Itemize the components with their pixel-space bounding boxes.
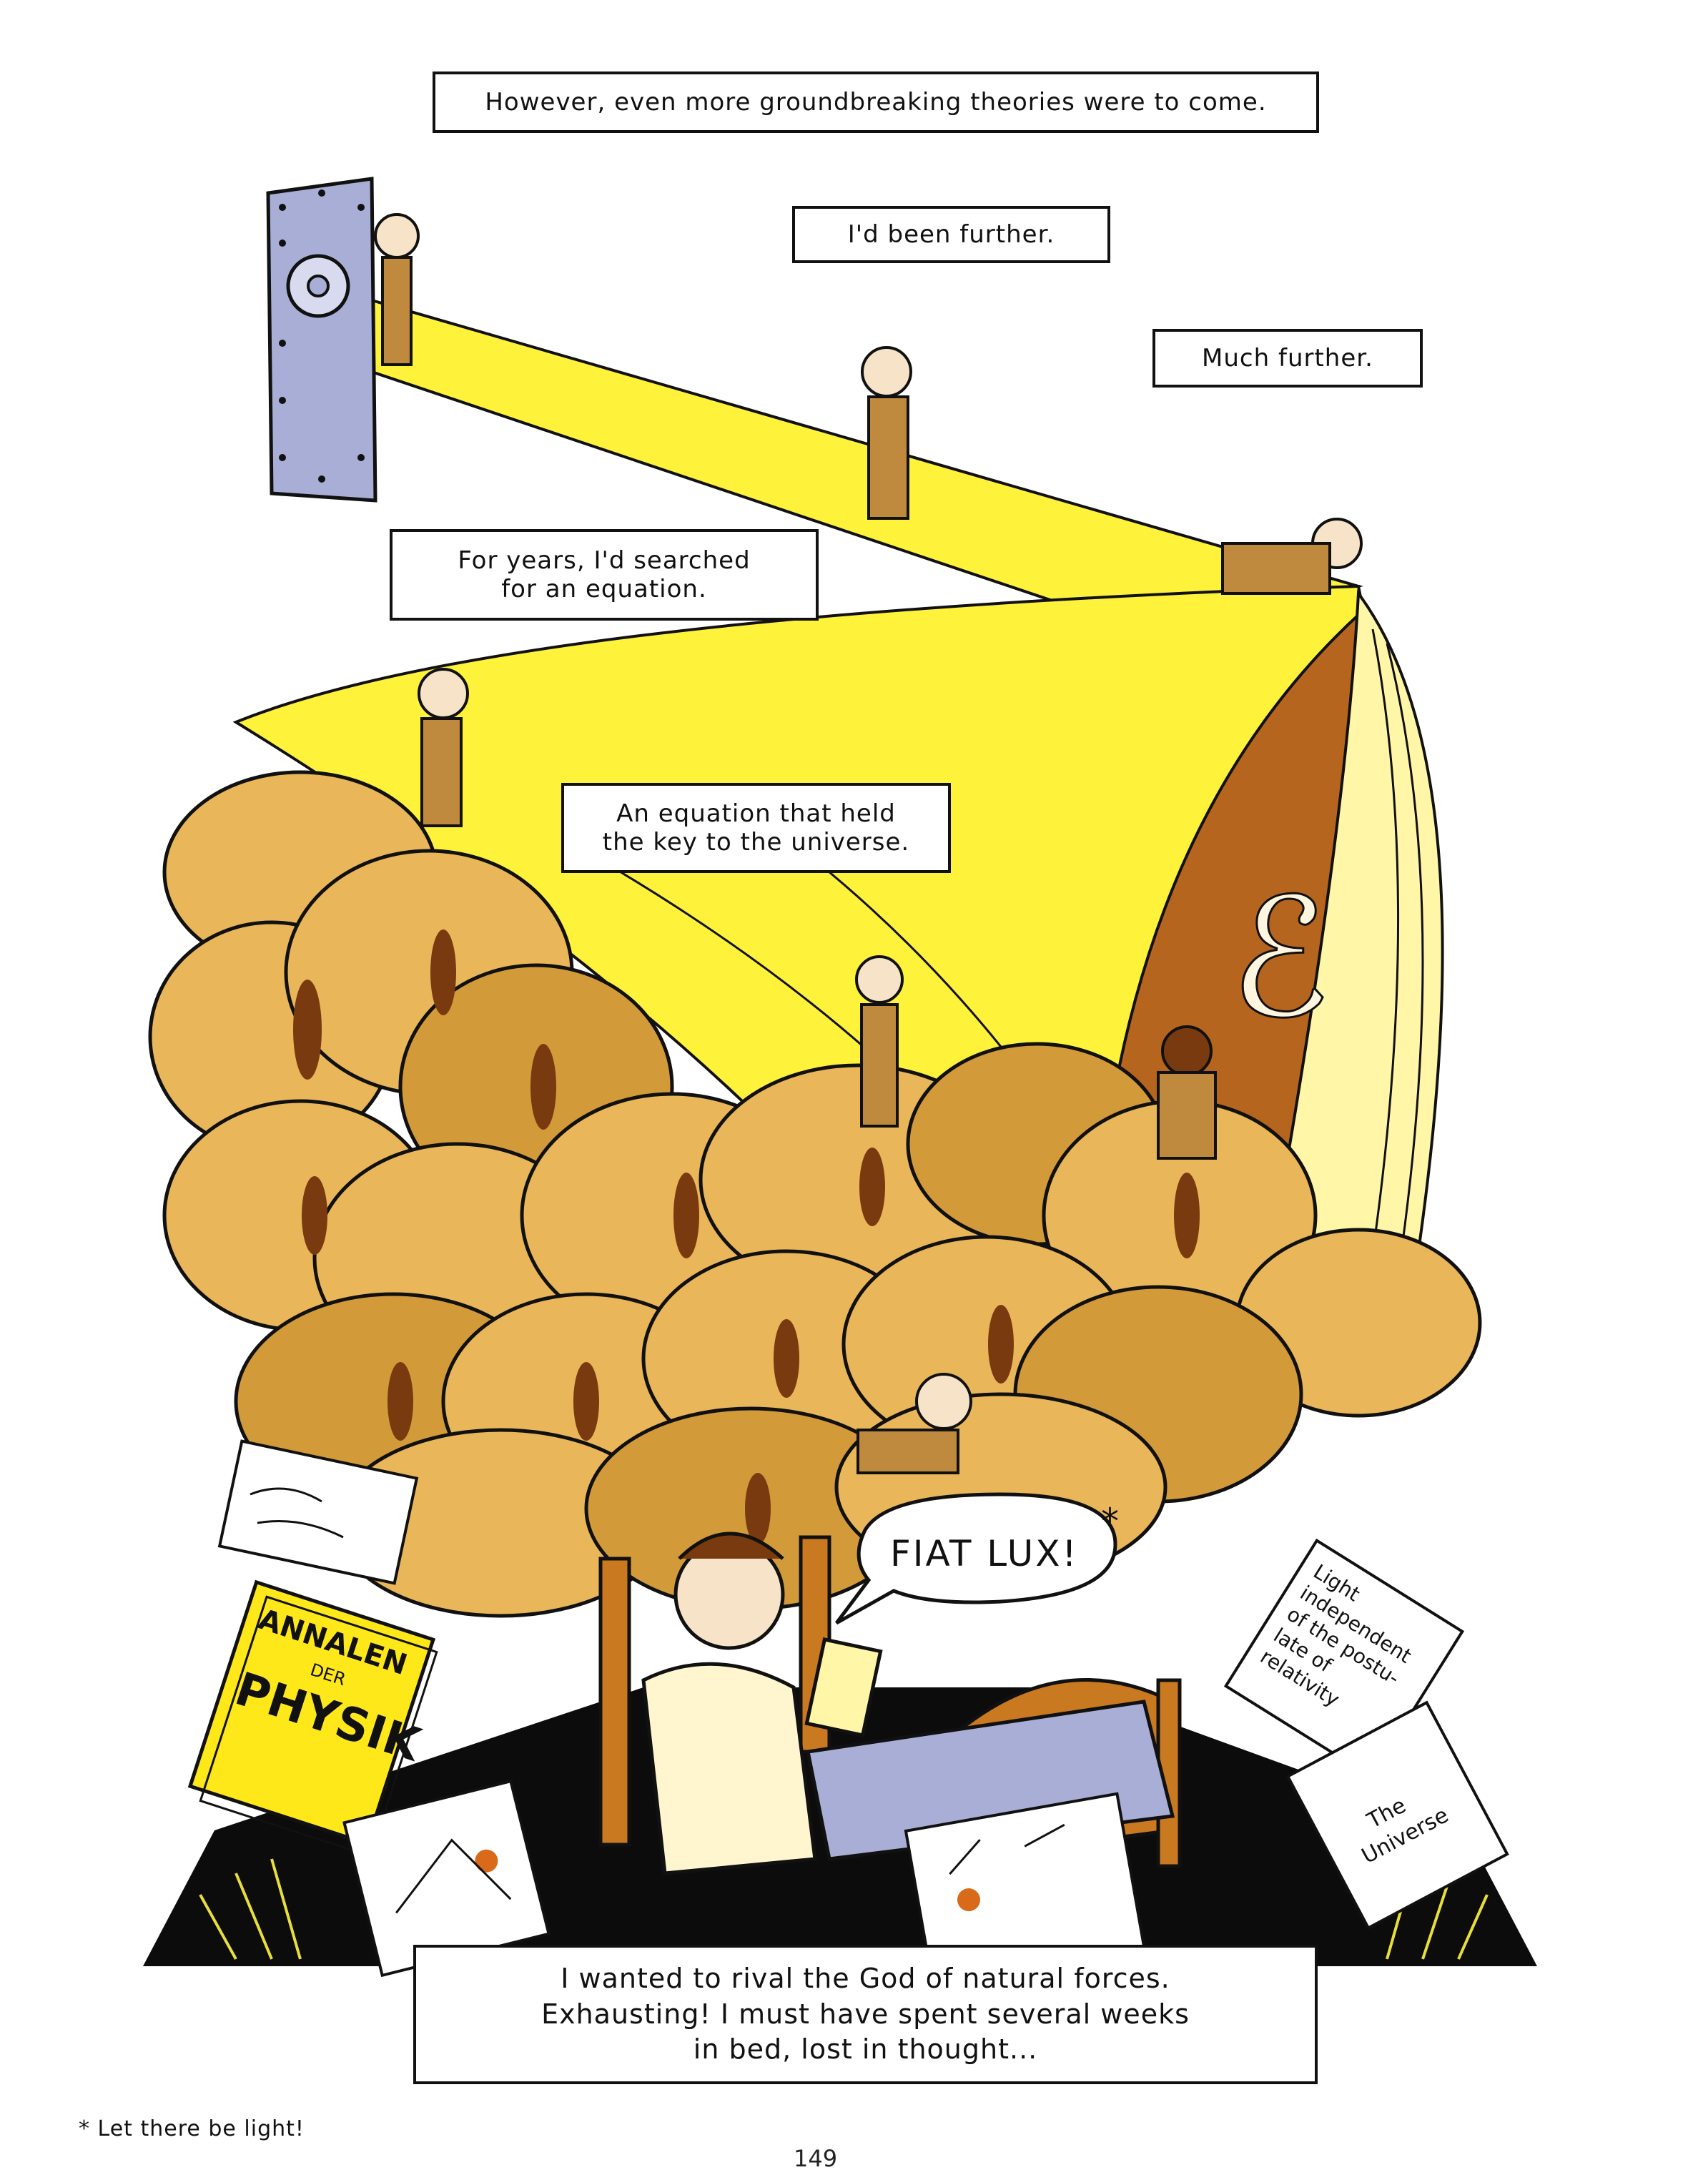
caption-groundbreaking: However, even more groundbreaking theori… — [433, 71, 1319, 133]
figure-in-brain — [857, 1373, 972, 1474]
figure-at-curtain — [1157, 1025, 1217, 1160]
figure-crawling — [1221, 518, 1363, 595]
speech-bubble-text: FIAT LUX! — [890, 1533, 1079, 1574]
paper-bottom-left — [342, 1779, 551, 1978]
page-number: 149 — [794, 2145, 838, 2172]
figure-walking-1 — [861, 346, 912, 520]
speech-bubble: FIAT LUX! * — [835, 1492, 1121, 1625]
footnote: * Let there be light! — [79, 2116, 305, 2141]
paper-universe-scroll: The Universe — [1285, 1700, 1509, 1930]
caption-years-searched: For years, I'd searched for an equation. — [390, 529, 819, 621]
figure-walking-2 — [418, 668, 469, 827]
vault-door — [266, 177, 377, 503]
figure-at-door — [374, 213, 420, 366]
caption-rival-god: I wanted to rival the God of natural for… — [413, 1945, 1318, 2084]
svg-text:ℰ: ℰ — [1230, 864, 1329, 1055]
caption-much-further: Much further. — [1152, 329, 1423, 388]
einstein-figures — [374, 213, 1363, 1474]
caption-equation-key: An equation that held the key to the uni… — [561, 783, 951, 873]
caption-further: I'd been further. — [792, 206, 1110, 263]
figure-walking-3 — [855, 955, 904, 1128]
speech-bubble-mark: * — [1101, 1501, 1121, 1542]
paper-top-left — [217, 1439, 419, 1585]
